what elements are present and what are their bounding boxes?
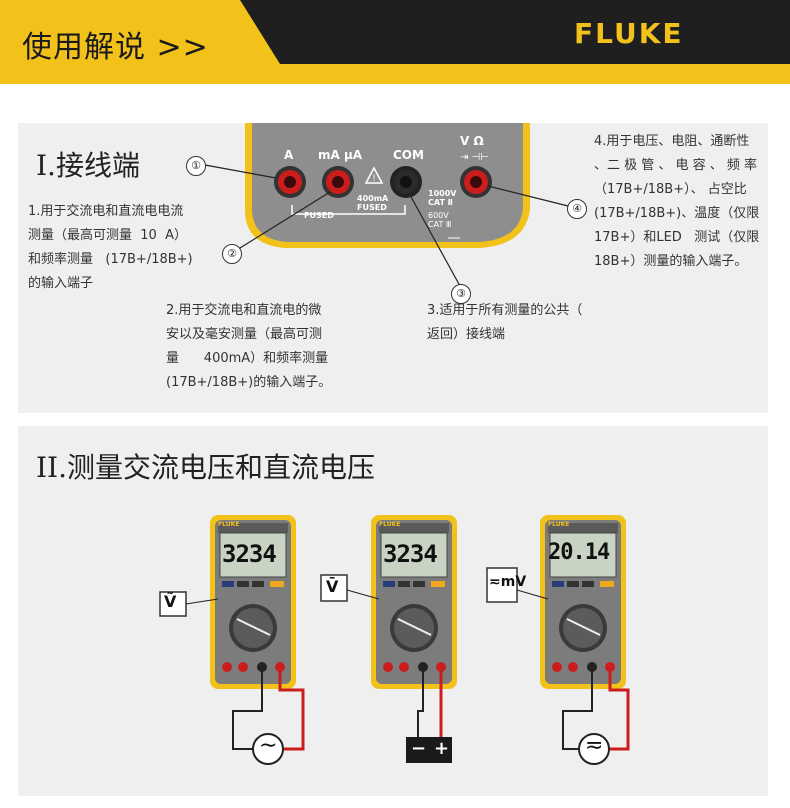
fused-rating-label: 400mA <box>357 194 389 203</box>
cat-rating-600v: 600V <box>428 211 449 220</box>
dc-volt-mode-icon: V̄ <box>326 577 339 596</box>
jack-label-a: A <box>284 148 294 162</box>
ac-millivolt-mode-icon: ≂mV <box>489 574 527 590</box>
fluke-logo: FLUKE <box>574 17 684 50</box>
ac-volt-mode-icon: Ṽ <box>164 592 177 611</box>
callout-1: ① <box>186 156 206 176</box>
meter2-brand: FLUKE <box>379 521 401 528</box>
meter2-display: 3234 <box>383 540 438 568</box>
desc-terminal-a: 1.用于交流电和直流电电流 测量（最高可测量 10 A） 和频率测量 (17B+… <box>28 204 193 291</box>
meter3-brand: FLUKE <box>548 521 570 528</box>
cat-rating-cat3: CAT Ⅲ <box>428 220 452 229</box>
desc-terminal-v: 4.用于电压、电阻、通断性 、二 极 管 、 电 容 、 频 率 （17B+/1… <box>594 134 760 269</box>
header-bar: 使用解说 >> FLUKE <box>0 0 790 84</box>
page-title: 使用解说 >> <box>22 30 209 65</box>
callout-3: ③ <box>451 284 471 304</box>
fused-label-left: FUSED <box>304 211 334 220</box>
ac-source-icon-1: ∼ <box>259 733 278 758</box>
meter1-brand: FLUKE <box>218 521 240 528</box>
jack-label-v: V Ω <box>460 134 484 148</box>
meter3-display: 20.14 <box>548 540 610 565</box>
meter1-display: 3234 <box>222 540 277 568</box>
header-yellow-banner <box>0 0 790 84</box>
section-title-voltage: II.测量交流电压和直流电压 <box>36 451 376 484</box>
cat-rating-1000v: 1000V <box>428 189 457 198</box>
battery-plus-icon: + <box>434 738 450 759</box>
callout-2: ② <box>222 244 242 264</box>
callout-4: ④ <box>567 199 587 219</box>
jack-label-com: COM <box>393 148 424 162</box>
fused-label: FUSED <box>357 203 387 212</box>
desc-terminal-ma: 2.用于交流电和直流电的微 安以及毫安测量（最高可测 量 400mA）和频率测量… <box>166 303 332 390</box>
battery-minus-icon: − <box>411 738 427 759</box>
jack-label-ma: mA µA <box>318 148 363 162</box>
cat-rating-cat2: CAT Ⅱ <box>428 198 453 207</box>
desc-terminal-com: 3.适用于所有测量的公共（ 返回）接线端 <box>427 303 583 342</box>
section-title-terminals: I.接线端 <box>36 149 140 182</box>
ac-source-icon-3: ≂ <box>585 733 604 758</box>
